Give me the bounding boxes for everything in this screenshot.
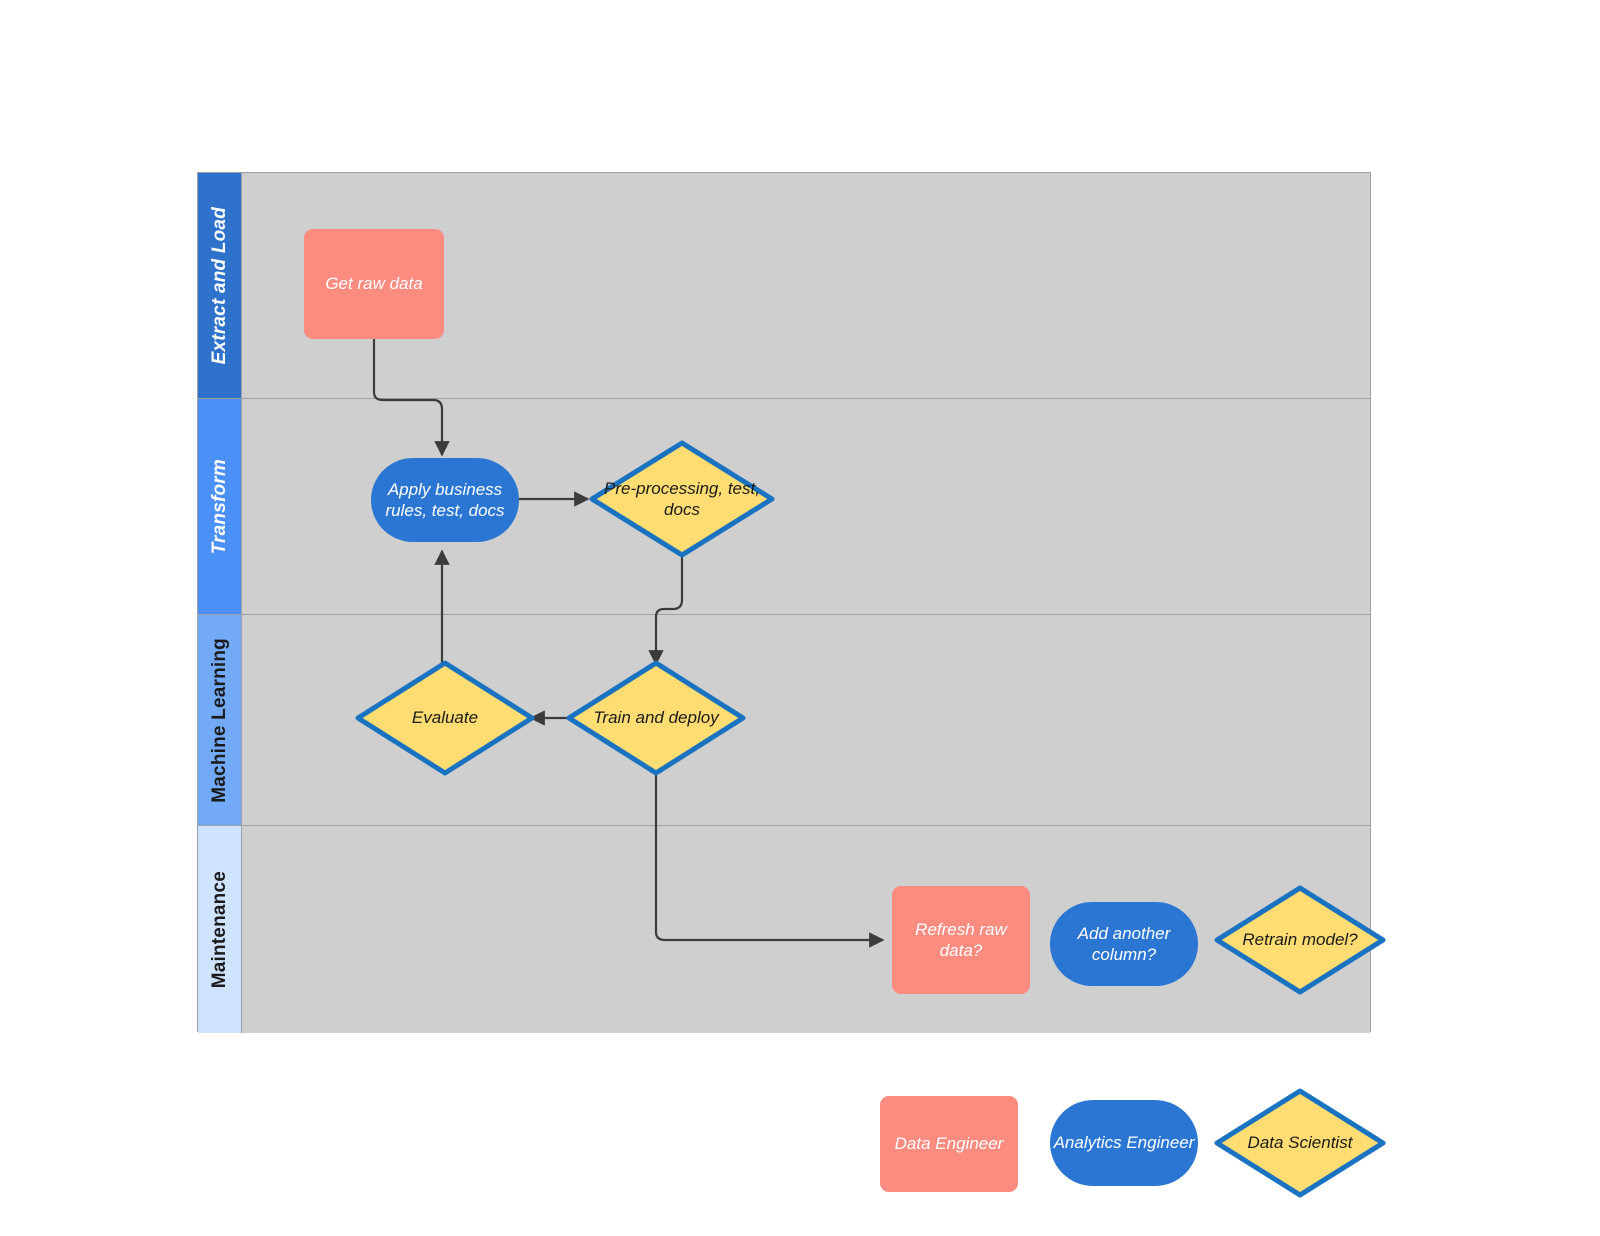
node-label-train-and-deploy: Train and deploy [593, 708, 719, 728]
node-add-another-column[interactable]: Add another column? [1050, 902, 1198, 986]
node-label-evaluate: Evaluate [411, 708, 479, 728]
lane-header-maintenance: Maintenance [198, 826, 242, 1033]
lane-header-machine-learning: Machine Learning [198, 615, 242, 825]
legend-item-analytics-engineer: Analytics Engineer [1050, 1100, 1198, 1186]
lane-title-extract-and-load: Extract and Load [208, 206, 230, 365]
legend-label-data-scientist: Data Scientist [1247, 1133, 1353, 1153]
node-evaluate[interactable]: Evaluate [355, 660, 535, 776]
node-label-retrain-model: Retrain model? [1242, 930, 1358, 950]
diamond-shape [1214, 1088, 1386, 1198]
lane-title-maintenance: Maintenance [208, 870, 230, 989]
legend-item-data-engineer: Data Engineer [880, 1096, 1018, 1192]
node-label-apply-business-rules: Apply business rules, test, docs [385, 479, 505, 520]
lane-title-transform: Transform [208, 458, 230, 555]
legend-label-data-engineer: Data Engineer [894, 1134, 1004, 1154]
legend-item-data-scientist: Data Scientist [1214, 1088, 1386, 1198]
node-label-get-raw-data: Get raw data [325, 274, 423, 294]
node-retrain-model[interactable]: Retrain model? [1214, 885, 1386, 995]
legend-label-analytics-engineer: Analytics Engineer [1053, 1133, 1195, 1153]
lane-header-transform: Transform [198, 399, 242, 614]
node-train-and-deploy[interactable]: Train and deploy [566, 660, 746, 776]
node-pre-processing[interactable]: Pre-processing, test, docs [589, 440, 775, 558]
diamond-shape [355, 660, 535, 776]
node-get-raw-data[interactable]: Get raw data [304, 229, 444, 339]
node-apply-business-rules[interactable]: Apply business rules, test, docs [371, 458, 519, 542]
node-refresh-raw-data[interactable]: Refresh raw data? [892, 886, 1030, 994]
node-label-refresh-raw-data: Refresh raw data? [915, 919, 1007, 960]
node-label-add-another-column: Add another column? [1077, 923, 1171, 964]
node-label-pre-processing: Pre-processing, test, docs [604, 478, 760, 519]
diamond-shape [1214, 885, 1386, 995]
role-legend: Data Engineer Analytics Engineer Data Sc… [880, 1088, 1386, 1198]
lane-header-extract-and-load: Extract and Load [198, 173, 242, 398]
lane-title-machine-learning: Machine Learning [208, 637, 230, 803]
lane-body-maintenance [242, 826, 1370, 1033]
